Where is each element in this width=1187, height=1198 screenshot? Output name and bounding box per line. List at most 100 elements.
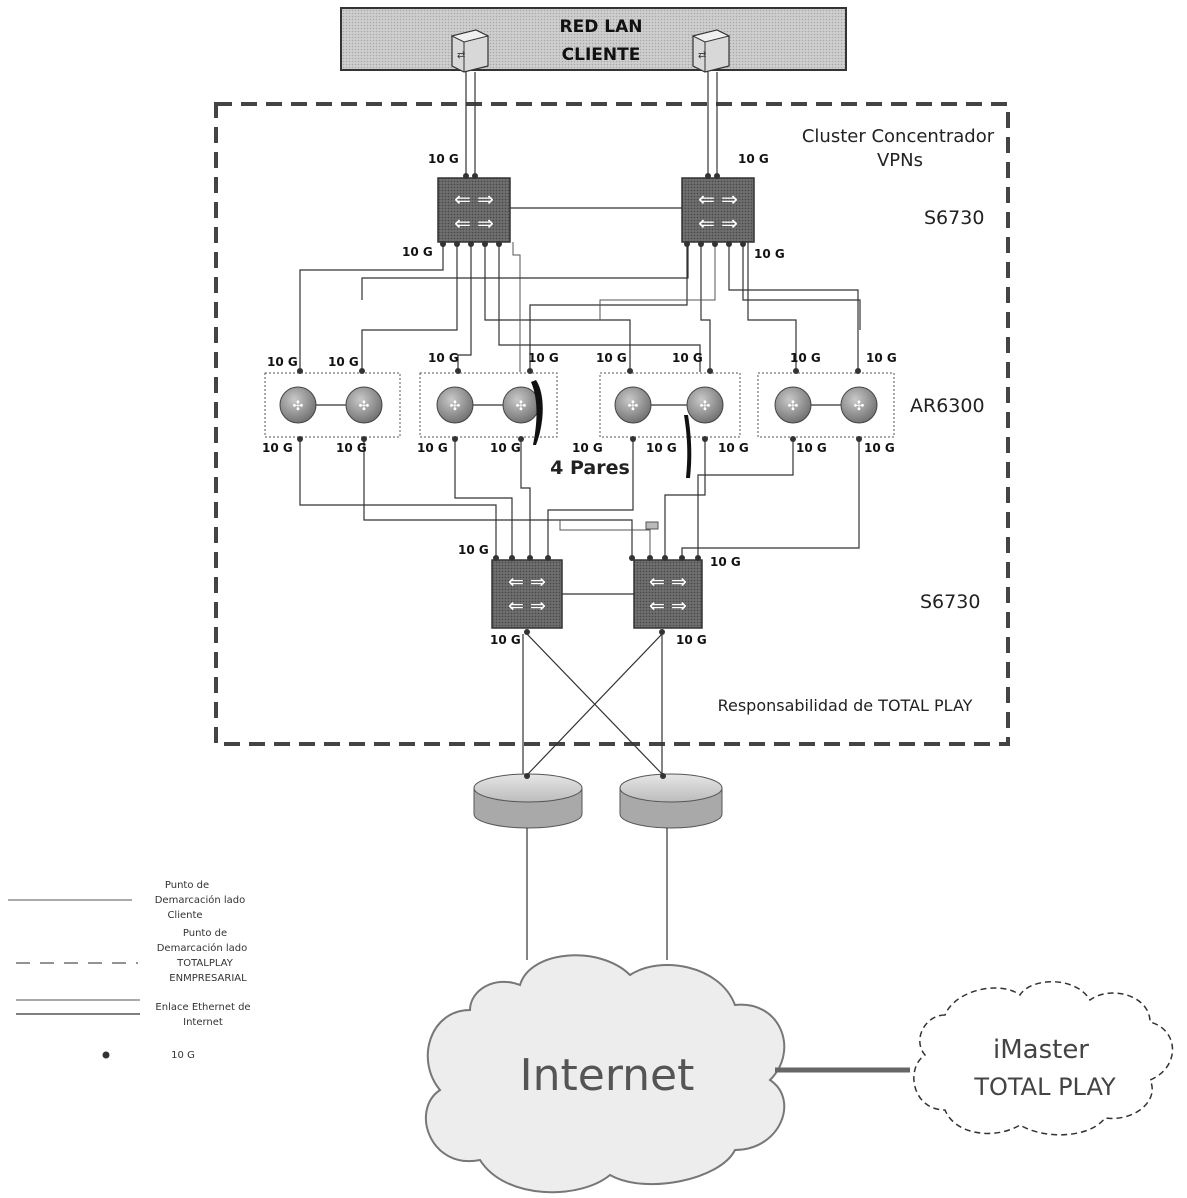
svg-text:✣: ✣	[359, 399, 370, 414]
port-label: 10 G	[718, 441, 749, 455]
legend-eth-line1: Enlace Ethernet de	[155, 1002, 250, 1013]
cloud-icon	[913, 981, 1174, 1136]
cloud-icon	[424, 954, 786, 1194]
legend-dot-label: 10 G	[171, 1050, 195, 1061]
port-labels: 10 G 10 G 10 G 10 G 10 G 10 G 10 G 10 G …	[262, 152, 897, 647]
port-label: 10 G	[790, 351, 821, 365]
legend-tp-line1: Punto de	[183, 928, 227, 939]
port-label: 10 G	[262, 441, 293, 455]
port-label: 10 G	[417, 441, 448, 455]
port-label: 10 G	[490, 441, 521, 455]
svg-text:⇐ ⇒: ⇐ ⇒	[508, 595, 546, 617]
port-label: 10 G	[428, 351, 459, 365]
router-pair-1: ✣ ✣	[264, 372, 401, 438]
port-label: 10 G	[402, 245, 433, 259]
router-icon	[436, 386, 474, 424]
legend-tp-line2: Demarcación lado	[157, 942, 248, 954]
router-icon	[345, 386, 383, 424]
svg-text:⇐ ⇒: ⇐ ⇒	[649, 595, 687, 617]
svg-text:⇄: ⇄	[698, 50, 706, 61]
l3-switch-icon: ⇐ ⇒	[508, 571, 546, 593]
client-lan-title-line2: CLIENTE	[562, 45, 641, 65]
svg-text:⇄: ⇄	[457, 50, 465, 61]
client-lan-title-line1: RED LAN	[560, 17, 643, 37]
top-switch-layer-label: S6730	[924, 207, 984, 229]
port-label: 10 G	[672, 351, 703, 365]
svg-text:⇐ ⇒: ⇐ ⇒	[454, 211, 494, 235]
imaster-label-line1: iMaster	[993, 1035, 1089, 1065]
client-lan-box: RED LAN CLIENTE	[340, 7, 847, 71]
responsibility-label: Responsabilidad de TOTAL PLAY	[718, 696, 973, 715]
router-layer-label: AR6300	[910, 395, 985, 417]
internet-label: Internet	[520, 1050, 695, 1101]
port-label: 10 G	[738, 152, 769, 166]
legend: Punto de Demarcación lado Cliente Punto …	[8, 880, 251, 1061]
port-label: 10 G	[267, 355, 298, 369]
legend-client-line2: Demarcación lado	[155, 894, 246, 906]
svg-text:✣: ✣	[700, 399, 711, 414]
svg-text:✣: ✣	[854, 399, 865, 414]
cluster-label-line2: VPNs	[877, 150, 923, 171]
port-label: 10 G	[646, 441, 677, 455]
l3-switch-icon: ⇐ ⇒	[698, 187, 738, 211]
legend-eth-line2: Internet	[183, 1017, 223, 1028]
router-pair-4: ✣ ✣	[757, 372, 895, 438]
svg-text:✣: ✣	[788, 399, 799, 414]
cluster-label-line1: Cluster Concentrador	[802, 126, 995, 147]
port-label: 10 G	[490, 633, 521, 647]
legend-tp-line4: ENMPRESARIAL	[169, 973, 247, 984]
pairs-label: 4 Pares	[550, 457, 630, 479]
bottom-switch-left: ⇐ ⇒ ⇐ ⇒	[491, 559, 563, 629]
port-label: 10 G	[528, 351, 559, 365]
lan-uplinks	[465, 72, 718, 178]
port-label: 10 G	[458, 543, 489, 557]
router-icon	[840, 386, 878, 424]
lan-switch-icon: ⇄	[450, 29, 490, 73]
imaster-label-line2: TOTAL PLAY	[973, 1073, 1116, 1101]
port-label: 10 G	[428, 152, 459, 166]
edge-cross-links	[522, 633, 664, 776]
router-to-bottom-links	[299, 437, 860, 560]
top-switch-left: ⇐ ⇒ ⇐ ⇒	[437, 177, 511, 243]
edge-router-icon	[619, 773, 723, 803]
port-label: 10 G	[596, 351, 627, 365]
l3-switch-icon: ⇐ ⇒	[649, 571, 687, 593]
port-label: 10 G	[754, 247, 785, 261]
cluster-boundary	[214, 102, 1010, 746]
top-to-router-links	[299, 242, 861, 372]
router-pair-2: ✣ ✣	[419, 372, 558, 445]
legend-client-line3: Cliente	[167, 910, 202, 921]
router-icon	[686, 386, 724, 424]
edge-router-left	[473, 773, 583, 829]
lan-switch-icon: ⇄	[691, 29, 731, 73]
port-dot-icon	[102, 1051, 110, 1059]
top-switch-right: ⇐ ⇒ ⇐ ⇒	[681, 177, 755, 243]
internet-cloud: Internet	[424, 954, 786, 1194]
imaster-cloud: iMaster TOTAL PLAY	[913, 981, 1174, 1136]
svg-text:✣: ✣	[516, 399, 527, 414]
svg-text:✣: ✣	[628, 399, 639, 414]
port-dots	[297, 173, 862, 779]
port-label: 10 G	[676, 633, 707, 647]
router-icon	[774, 386, 812, 424]
port-label: 10 G	[866, 351, 897, 365]
bottom-switch-right: ⇐ ⇒ ⇐ ⇒	[633, 559, 703, 629]
port-label: 10 G	[328, 355, 359, 369]
bottom-switch-layer-label: S6730	[920, 591, 980, 613]
router-icon	[614, 386, 652, 424]
port-label: 10 G	[710, 555, 741, 569]
router-pair-3: ✣ ✣	[599, 372, 741, 478]
svg-text:⇐ ⇒: ⇐ ⇒	[698, 211, 738, 235]
port-label: 10 G	[796, 441, 827, 455]
l3-switch-icon: ⇐ ⇒	[454, 187, 494, 211]
legend-client-line1: Punto de	[165, 880, 209, 891]
edge-router-right	[619, 773, 723, 829]
svg-text:✣: ✣	[450, 399, 461, 414]
router-icon	[279, 386, 317, 424]
svg-text:✣: ✣	[293, 399, 304, 414]
port-label: 10 G	[336, 441, 367, 455]
legend-tp-line3: TOTALPLAY	[176, 958, 234, 969]
port-label: 10 G	[864, 441, 895, 455]
port-label: 10 G	[572, 441, 603, 455]
